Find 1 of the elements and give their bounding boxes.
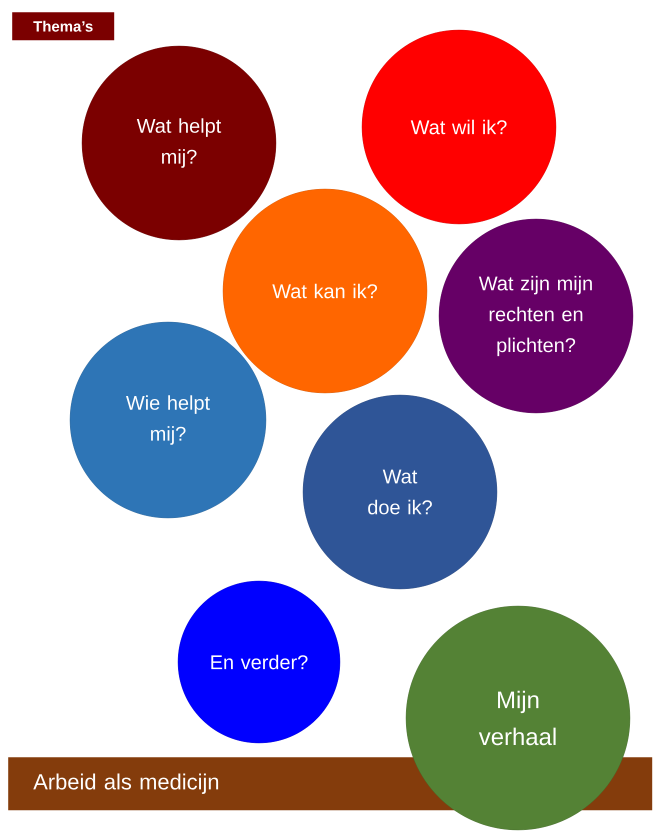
title-tab: Thema’s xyxy=(12,12,114,40)
